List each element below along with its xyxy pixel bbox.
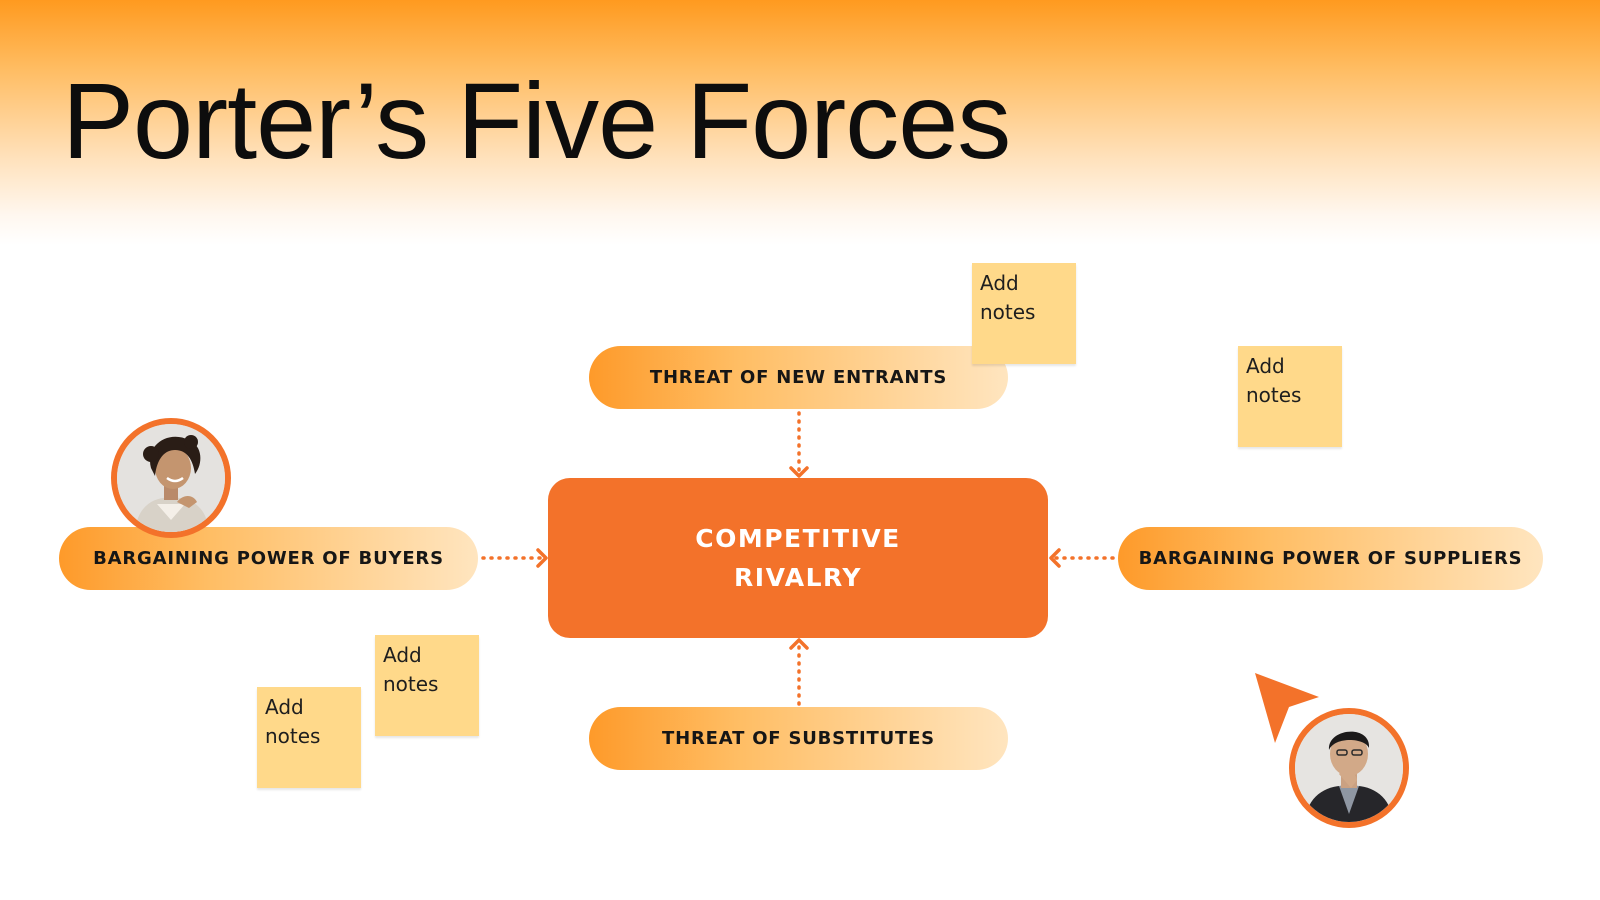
- note-text-line-2: notes: [980, 300, 1036, 324]
- center-label-line-2: RIVALRY: [734, 563, 862, 592]
- center-label-line-1: COMPETITIVE: [695, 524, 901, 553]
- sticky-note[interactable]: Add notes: [1238, 346, 1342, 447]
- force-bargaining-power-of-suppliers[interactable]: BARGAINING POWER OF SUPPLIERS: [1118, 527, 1543, 590]
- force-label: THREAT OF SUBSTITUTES: [662, 728, 935, 749]
- note-text-line-1: Add: [980, 271, 1019, 295]
- collaborator-avatar-man[interactable]: [1289, 708, 1409, 828]
- person-avatar-man-icon: [1295, 714, 1403, 822]
- page-title: Porter’s Five Forces: [62, 60, 1011, 181]
- arrow-right-head: [1049, 548, 1061, 568]
- note-text-line-1: Add: [383, 643, 422, 667]
- sticky-note[interactable]: Add notes: [972, 263, 1076, 364]
- arrow-bottom-head: [789, 638, 809, 650]
- force-label: BARGAINING POWER OF SUPPLIERS: [1138, 548, 1523, 569]
- sticky-note[interactable]: Add notes: [375, 635, 479, 736]
- force-label: BARGAINING POWER OF BUYERS: [93, 548, 444, 569]
- person-avatar-woman-icon: [117, 424, 225, 532]
- note-text-line-1: Add: [1246, 354, 1285, 378]
- force-threat-of-substitutes[interactable]: THREAT OF SUBSTITUTES: [589, 707, 1008, 770]
- force-label: THREAT OF NEW ENTRANTS: [649, 367, 948, 388]
- force-threat-of-new-entrants[interactable]: THREAT OF NEW ENTRANTS: [589, 346, 1008, 409]
- note-text-line-2: notes: [383, 672, 439, 696]
- sticky-note[interactable]: Add notes: [257, 687, 361, 788]
- arrow-top-head: [789, 466, 809, 478]
- note-text-line-1: Add: [265, 695, 304, 719]
- center-label: COMPETITIVE RIVALRY: [668, 519, 928, 597]
- force-bargaining-power-of-buyers[interactable]: BARGAINING POWER OF BUYERS: [59, 527, 478, 590]
- collaborator-avatar-woman[interactable]: [111, 418, 231, 538]
- note-text-line-2: notes: [1246, 383, 1302, 407]
- arrow-left-head: [536, 548, 548, 568]
- competitive-rivalry-box[interactable]: COMPETITIVE RIVALRY: [548, 478, 1048, 638]
- note-text-line-2: notes: [265, 724, 321, 748]
- cursor-pointer-icon: [1255, 673, 1319, 743]
